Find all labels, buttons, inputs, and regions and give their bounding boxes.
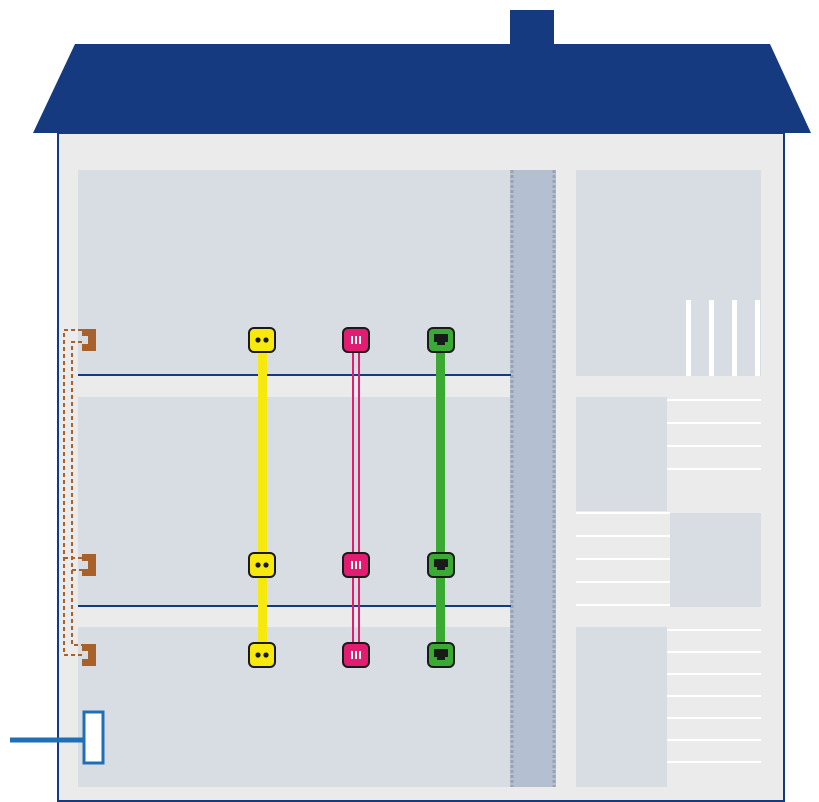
railing-slat [737,300,754,376]
wall-jacks [82,327,455,668]
utility-column [510,170,556,787]
coax-jack-icon [248,327,276,353]
ethernet-jack-icon [427,642,455,668]
coax-cable-run [258,340,267,655]
room-middle-right-b [670,513,761,607]
speaker-jack-icon [342,327,370,353]
room-ground-right [576,627,667,787]
speaker-wire-run [352,340,360,655]
railing-gap [709,300,714,376]
utility-column-shaft [510,170,556,787]
rooms [78,170,761,787]
phone-jack-icon [82,329,96,351]
speaker-jack-icon [342,642,370,668]
phone-line-dashed [63,329,82,656]
ethernet-jack-icon [427,327,455,353]
phone-line-run [63,329,82,656]
balcony-railing [669,300,760,376]
railing-gap [755,300,760,376]
staircase [576,399,761,763]
phone-line-dashed-mid [71,341,82,646]
railing-gap [686,300,691,376]
railing-slat [714,300,731,376]
room-middle-right-a [576,397,667,511]
coax-jack-icon [248,642,276,668]
railing-slat [691,300,708,376]
railing-gap [732,300,737,376]
service-entry-box-icon [82,710,105,765]
speaker-jack-icon [342,552,370,578]
ethernet-cable-run [436,340,445,655]
railing-slat [669,300,686,376]
phone-jack-icon [82,644,96,666]
ethernet-jack-icon [427,552,455,578]
coax-jack-icon [248,552,276,578]
roof [33,44,811,133]
phone-jack-icon [82,554,96,576]
chimney [510,10,554,50]
